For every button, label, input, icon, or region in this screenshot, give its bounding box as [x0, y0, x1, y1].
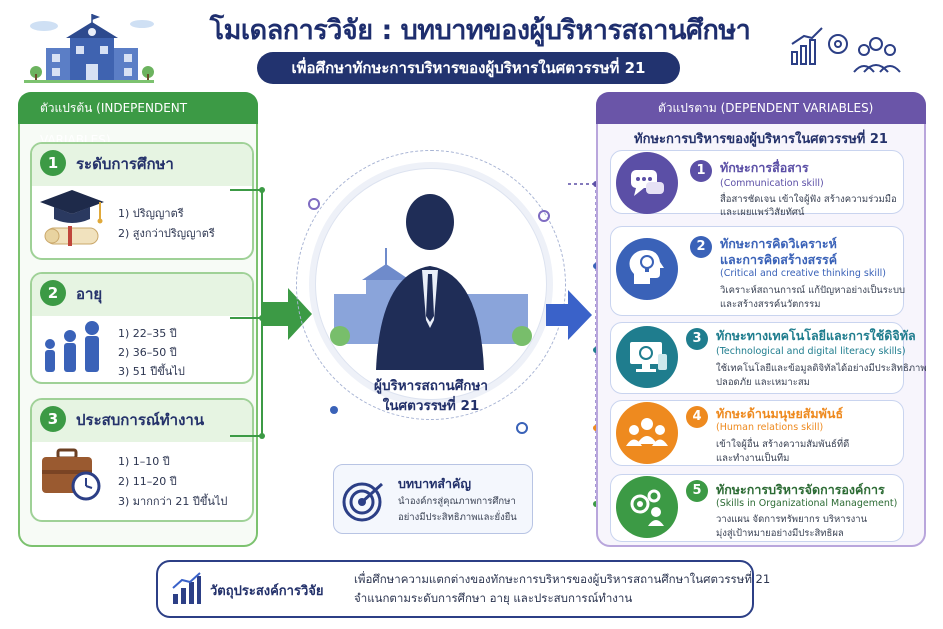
target-icon	[342, 482, 384, 522]
skill-number: 1	[690, 160, 712, 182]
list-item: 2) สูงกว่าปริญญาตรี	[118, 227, 215, 240]
group-number: 1	[40, 150, 66, 176]
skill-title-line2: และการคิดสร้างสรรค์	[720, 252, 838, 267]
skill-description: สื่อสารชัดเจน เข้าใจผู้ฟัง สร้างความร่วม…	[720, 194, 897, 205]
skill-english: (Technological and digital literacy skil…	[716, 346, 906, 357]
skill-title: ทักษะด้านมนุษยสัมพันธ์	[716, 406, 844, 421]
list-item: 3) 51 ปีขึ้นไป	[118, 365, 185, 378]
page-subtitle: เพื่อศึกษาทักษะการบริหารของผู้บริหารในศต…	[257, 52, 680, 84]
list-item: 1) ปริญญาตรี	[118, 207, 184, 220]
skill-description: มุ่งสู่เป้าหมายอย่างมีประสิทธิผล	[716, 528, 844, 539]
skill-title: ทักษะการสื่อสาร	[720, 160, 809, 175]
key-role-line1: นำองค์กรสู่คุณภาพการศึกษา	[398, 496, 516, 507]
group-number: 3	[40, 406, 66, 432]
key-role-line2: อย่างมีประสิทธิภาพและยั่งยืน	[398, 512, 517, 523]
group-title: ระดับการศึกษา	[76, 155, 174, 173]
skill-title: ทักษะทางเทคโนโลยีและการใช้ดิจิทัล	[716, 328, 916, 343]
chat-bubbles-icon	[616, 152, 678, 214]
skill-description: วิเคราะห์สถานการณ์ แก้ปัญหาอย่างเป็นระบบ	[720, 285, 906, 296]
skill-description: วางแผน จัดการทรัพยากร บริหารงาน	[716, 514, 868, 525]
center-dashed-ring	[296, 150, 566, 420]
list-item: 1) 1–10 ปี	[118, 455, 170, 468]
growth-gears-team-icon	[791, 27, 901, 73]
skill-description: เข้าใจผู้อื่น สร้างความสัมพันธ์ที่ดี	[716, 439, 850, 450]
skill-number: 3	[686, 328, 708, 350]
skill-english: (Human relations skill)	[716, 422, 824, 433]
page-title: โมเดลการวิจัย : บทบาทของผู้บริหารสถานศึก…	[209, 15, 751, 46]
group-title: ประสบการณ์ทำงาน	[76, 411, 205, 429]
research-objective-box	[156, 560, 754, 618]
skill-title: ทักษะการบริหารจัดการองค์การ	[716, 482, 885, 497]
arrow-right-blue-icon	[546, 290, 592, 340]
list-item: 2) 11–20 ปี	[118, 475, 177, 488]
skill-number: 4	[686, 406, 708, 428]
skill-description: ปลอดภัย และเหมาะสม	[716, 377, 810, 388]
school-administrator-icon	[330, 194, 532, 370]
list-item: 2) 36–50 ปี	[118, 346, 177, 359]
skill-english: (Communication skill)	[720, 178, 824, 189]
people-age-icon	[45, 321, 99, 372]
independent-variables-heading: ตัวแปรต้น (INDEPENDENT VARIABLES)	[18, 92, 258, 147]
dependent-variables-subheading: ทักษะการบริหารของผู้บริหารในศตวรรษที่ 21	[634, 132, 888, 147]
objective-line2: จำแนกตามระดับการศึกษา อายุ และประสบการณ์…	[354, 591, 633, 605]
skill-number: 2	[690, 236, 712, 258]
skill-description: และเผยแพร่วิสัยทัศน์	[720, 207, 805, 218]
dependent-variables-heading: ตัวแปรตาม (DEPENDENT VARIABLES)	[596, 92, 926, 124]
center-label-line2: ในศตวรรษที่ 21	[382, 398, 480, 414]
school-building-icon	[24, 14, 154, 83]
skill-title: ทักษะการคิดวิเคราะห์	[720, 236, 837, 251]
center-label-line1: ผู้บริหารสถานศึกษา	[374, 378, 488, 394]
center-label: ผู้บริหารสถานศึกษา ในศตวรรษที่ 21	[315, 376, 547, 416]
list-item: 1) 22–35 ปี	[118, 327, 177, 340]
objective-line1: เพื่อศึกษาความแตกต่างของทักษะการบริหารขอ…	[354, 572, 771, 586]
computer-devices-icon	[616, 326, 678, 388]
group-title: อายุ	[76, 285, 103, 303]
skill-english: (Critical and creative thinking skill)	[720, 268, 886, 279]
objective-title: วัตถุประสงค์การวิจัย	[210, 584, 324, 599]
skill-description: และสร้างสรรค์นวัตกรรม	[720, 299, 821, 310]
team-people-icon	[616, 402, 678, 464]
briefcase-clock-icon	[42, 448, 101, 501]
graduation-cap-icon	[40, 190, 104, 246]
key-role-title: บทบาทสำคัญ	[398, 476, 472, 491]
bar-chart-icon	[172, 572, 201, 604]
head-lightbulb-icon	[616, 238, 678, 300]
skill-number: 5	[686, 480, 708, 502]
gears-person-icon	[616, 476, 678, 538]
ring-dots	[308, 198, 550, 434]
group-number: 2	[40, 280, 66, 306]
skill-description: และทำงานเป็นทีม	[716, 453, 790, 464]
list-item: 3) มากกว่า 21 ปีขึ้นไป	[118, 495, 228, 508]
skill-english: (Skills in Organizational Management)	[716, 498, 898, 509]
skill-description: ใช้เทคโนโลยีและข้อมูลดิจิทัลได้อย่างมีปร…	[716, 363, 927, 374]
